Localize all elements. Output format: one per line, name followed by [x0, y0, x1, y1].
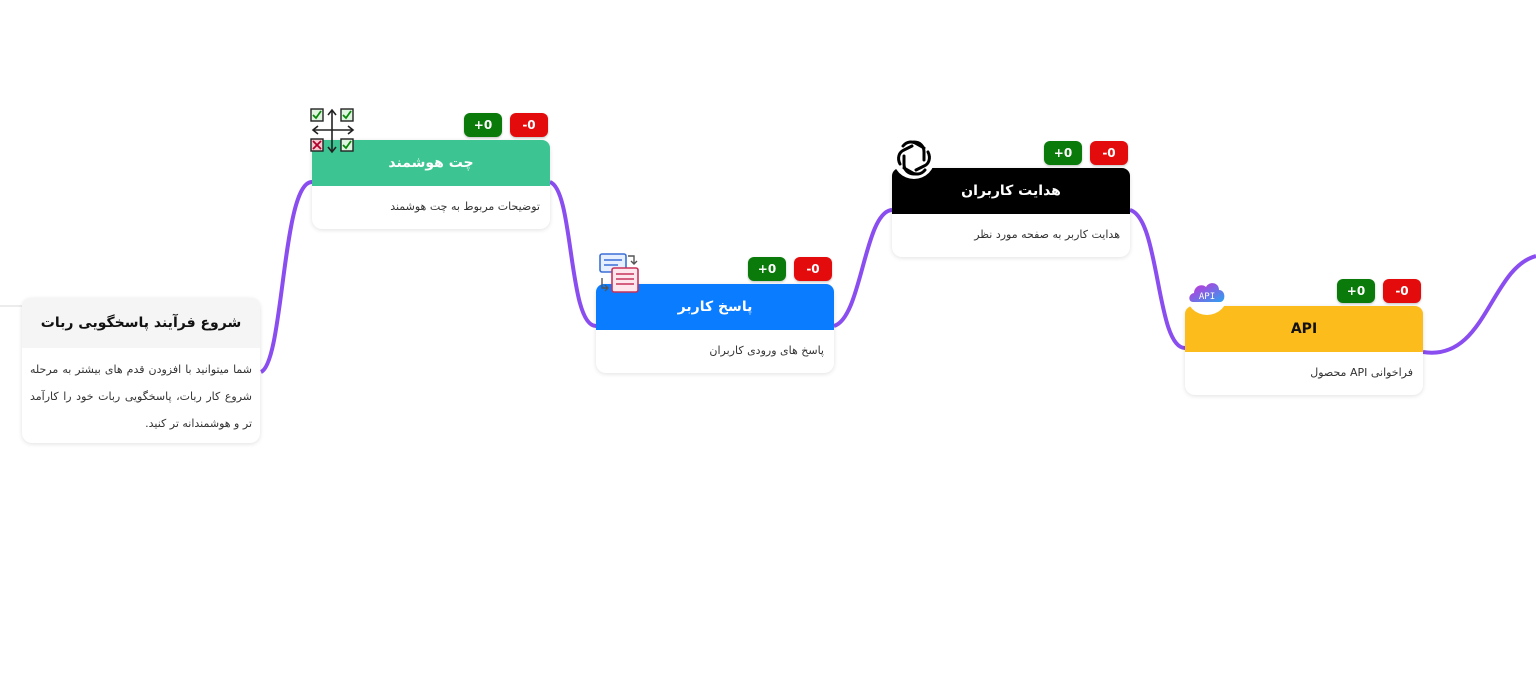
remove-step-button[interactable]: -0 — [510, 113, 548, 137]
node-title: API — [1185, 306, 1423, 352]
openai-knot-icon — [893, 137, 935, 179]
add-step-button[interactable]: +0 — [748, 257, 786, 281]
connector-smart-chat-user-reply — [548, 180, 597, 328]
svg-text:API: API — [1199, 292, 1215, 302]
node-description: پاسخ های ورودی کاربران — [709, 344, 824, 357]
node-title: هدایت کاربران — [892, 168, 1130, 214]
decision-arrows-icon — [310, 108, 355, 154]
node-api[interactable]: +0 -0 API فراخوانی API محصول API — [1185, 273, 1423, 395]
add-step-button[interactable]: +0 — [1044, 141, 1082, 165]
node-description: فراخوانی API محصول — [1310, 366, 1413, 379]
add-step-button[interactable]: +0 — [1337, 279, 1375, 303]
start-node-title: شروع فرآیند پاسخگویی ربات — [22, 298, 260, 348]
node-user-redirect[interactable]: +0 -0 هدایت کاربران هدایت کاربر به صفحه … — [892, 137, 1130, 257]
node-smart-chat[interactable]: +0 -0 چت هوشمند توضیحات مربوط به چت هوشم… — [310, 108, 550, 229]
remove-step-button[interactable]: -0 — [1383, 279, 1421, 303]
connector-api-next — [1422, 254, 1536, 355]
connector-user-reply-user-redirect — [833, 208, 893, 328]
connector-start-smart-chat — [259, 180, 313, 374]
start-node-description: شما میتوانید با افزودن قدم های بیشتر به … — [30, 363, 252, 430]
remove-step-button[interactable]: -0 — [794, 257, 832, 281]
node-user-reply[interactable]: +0 -0 پاسخ کاربر پاسخ های ورودی کاربران — [596, 253, 834, 373]
api-cloud-icon: API — [1186, 273, 1228, 315]
form-document-icon — [599, 253, 639, 293]
add-step-button[interactable]: +0 — [464, 113, 502, 137]
connector-user-redirect-api — [1129, 208, 1186, 350]
node-description: هدایت کاربر به صفحه مورد نظر — [974, 228, 1120, 241]
start-node[interactable]: شروع فرآیند پاسخگویی ربات شما میتوانید ب… — [22, 298, 260, 443]
remove-step-button[interactable]: -0 — [1090, 141, 1128, 165]
node-description: توضیحات مربوط به چت هوشمند — [390, 200, 540, 213]
